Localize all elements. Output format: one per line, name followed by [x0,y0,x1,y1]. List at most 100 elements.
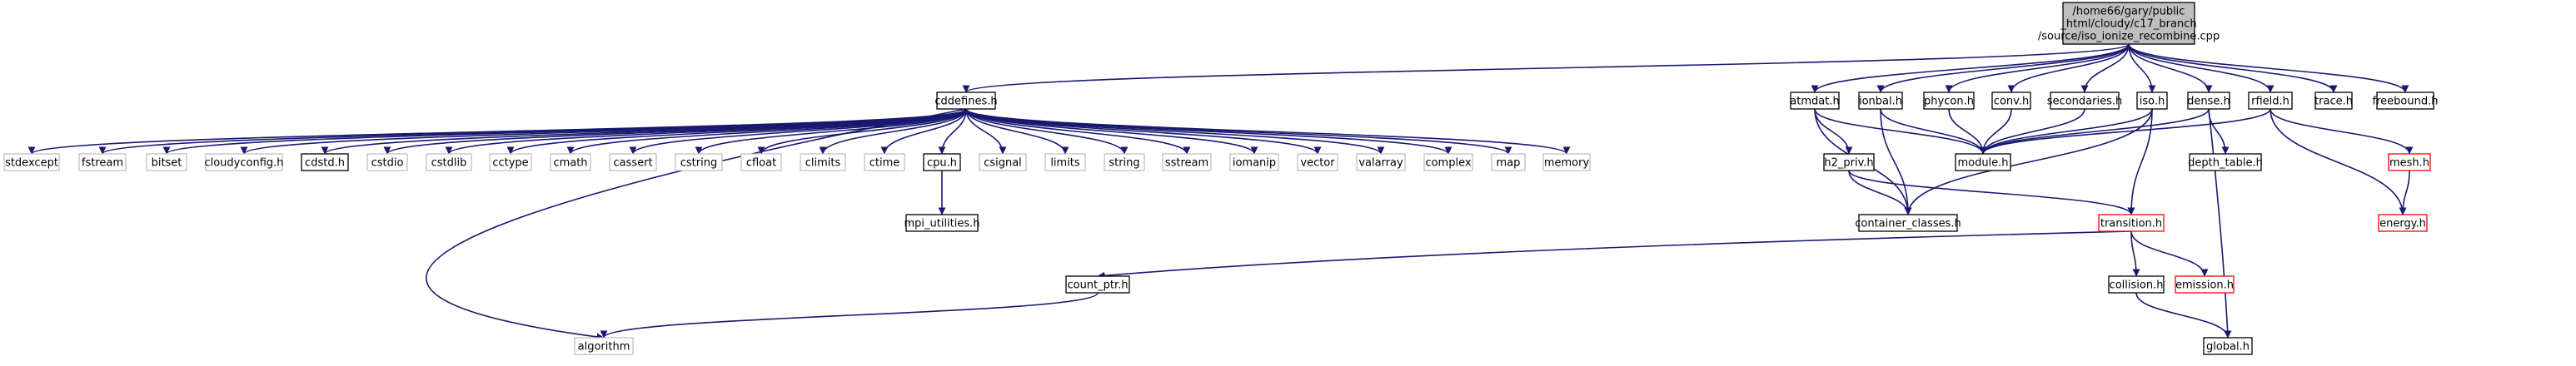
node-secondaries[interactable]: secondaries.h [2047,92,2122,110]
edge-root-to-ionbal [1876,43,2130,93]
node-string[interactable]: string [1104,153,1145,171]
node-cassert[interactable]: cassert [609,153,657,171]
node-dense[interactable]: dense.h [2187,92,2230,110]
node-h2-priv[interactable]: h2_priv.h [1823,153,1875,171]
node-freebound[interactable]: freebound.h [2373,92,2439,110]
node-cfloat[interactable]: cfloat [740,153,782,171]
node-cloudyconfig[interactable]: cloudyconfig.h [204,153,284,171]
node-algorithm[interactable]: algorithm [574,337,634,355]
node-box [2062,2,2195,45]
edge-cddefines-to-limits [965,108,1069,155]
node-vector[interactable]: vector [1297,153,1338,171]
node-ctime[interactable]: ctime [864,153,905,171]
edge-transition-to-collision [2130,230,2140,277]
node-conv[interactable]: conv.h [1991,92,2031,110]
edge-cddefines-to-csignal [965,108,1007,155]
node-atmdat[interactable]: atmdat.h [1790,92,1840,110]
edge-cddefines-to-cassert [629,108,967,155]
node-count-ptr[interactable]: count_ptr.h [1065,275,1130,294]
node-label: cctype [492,157,528,170]
edge-cddefines-to-valarray [965,108,1385,155]
node-box [1858,214,1958,232]
node-label: /home66/gary/public [2073,6,2185,18]
node-label: cdstd.h [305,157,345,170]
edge-cddefines-to-cpu [938,108,967,155]
edge-cddefines-to-sstream [965,108,1191,155]
node-box [146,153,187,171]
node-csignal[interactable]: csignal [979,153,1027,171]
node-ionbal[interactable]: ionbal.h [1858,92,1903,110]
node-label: secondaries.h [2047,96,2122,108]
node-label: complex [1425,157,1471,170]
node-root[interactable]: /home66/gary/public_html/cloudy/c17_bran… [2038,2,2220,45]
node-energy[interactable]: energy.h [2378,214,2428,232]
node-cstdio[interactable]: cstdio [366,153,408,171]
node-cctype[interactable]: cctype [489,153,532,171]
node-bitset[interactable]: bitset [146,153,187,171]
node-box [78,153,127,171]
node-cdstd[interactable]: cdstd.h [301,153,349,171]
node-transition[interactable]: transition.h [2098,214,2165,232]
node-global[interactable]: global.h [2203,337,2253,355]
edge-dense-to-global [2208,108,2232,339]
node-box [574,337,634,355]
node-limits[interactable]: limits [1044,153,1086,171]
node-iso[interactable]: iso.h [2136,92,2168,110]
node-emission[interactable]: emission.h [2175,275,2235,294]
node-depth-table[interactable]: depth_table.h [2188,153,2263,171]
node-box [2388,153,2431,171]
edge-root-to-conv [2007,43,2130,93]
node-valarray[interactable]: valarray [1356,153,1406,171]
node-label: algorithm [578,341,630,354]
edge-rfield-to-module [1979,108,2271,155]
node-phycon[interactable]: phycon.h [1923,92,1975,110]
node-box [1858,92,1903,110]
node-climits[interactable]: climits [800,153,846,171]
node-trace[interactable]: trace.h [2314,92,2353,110]
edge-root-to-trace [2128,43,2338,93]
node-box [1229,153,1279,171]
node-box [2203,337,2253,355]
node-memory[interactable]: memory [1542,153,1591,171]
edge-atmdat-to-module [1814,108,1987,155]
node-container-classes[interactable]: container_classes.h [1855,214,1961,232]
node-box [1991,92,2031,110]
nodes-layer: /home66/gary/public_html/cloudy/c17_bran… [3,2,2439,355]
edge-mesh-to-energy [2399,170,2410,215]
node-cmath[interactable]: cmath [550,153,591,171]
node-cstdlib[interactable]: cstdlib [426,153,472,171]
node-label: atmdat.h [1790,96,1839,108]
node-mesh[interactable]: mesh.h [2388,153,2431,171]
node-box [1356,153,1406,171]
node-complex[interactable]: complex [1423,153,1473,171]
node-box [1823,153,1875,171]
edge-root-to-dense [2128,43,2213,93]
node-box [1104,153,1145,171]
node-box [675,153,723,171]
edge-iso-to-transition [2127,108,2153,215]
edge-root-to-rfield [2128,43,2275,93]
edge-cddefines-to-bitset [162,108,967,155]
node-cpu[interactable]: cpu.h [923,153,961,171]
node-box [1423,153,1473,171]
node-label: collision.h [2110,279,2164,292]
node-box [550,153,591,171]
node-collision[interactable]: collision.h [2108,275,2165,294]
node-box [3,153,60,171]
node-mpi-utilities[interactable]: mpi_utilities.h [904,214,980,232]
node-sstream[interactable]: sstream [1162,153,1212,171]
node-stdexcept[interactable]: stdexcept [3,153,60,171]
edge-ionbal-to-container_classes [1880,108,1912,215]
node-module[interactable]: module.h [1955,153,2011,171]
node-label: limits [1050,157,1080,170]
node-rfield[interactable]: rfield.h [2248,92,2293,110]
node-box [2187,92,2230,110]
edge-transition-to-emission [2130,230,2209,277]
node-cstring[interactable]: cstring [675,153,723,171]
node-cddefines[interactable]: cddefines.h [934,92,998,110]
node-fstream[interactable]: fstream [78,153,127,171]
node-iomanip[interactable]: iomanip [1229,153,1279,171]
node-map[interactable]: map [1491,153,1526,171]
edge-cddefines-to-cmath [566,108,967,155]
node-label: iomanip [1233,157,1276,170]
